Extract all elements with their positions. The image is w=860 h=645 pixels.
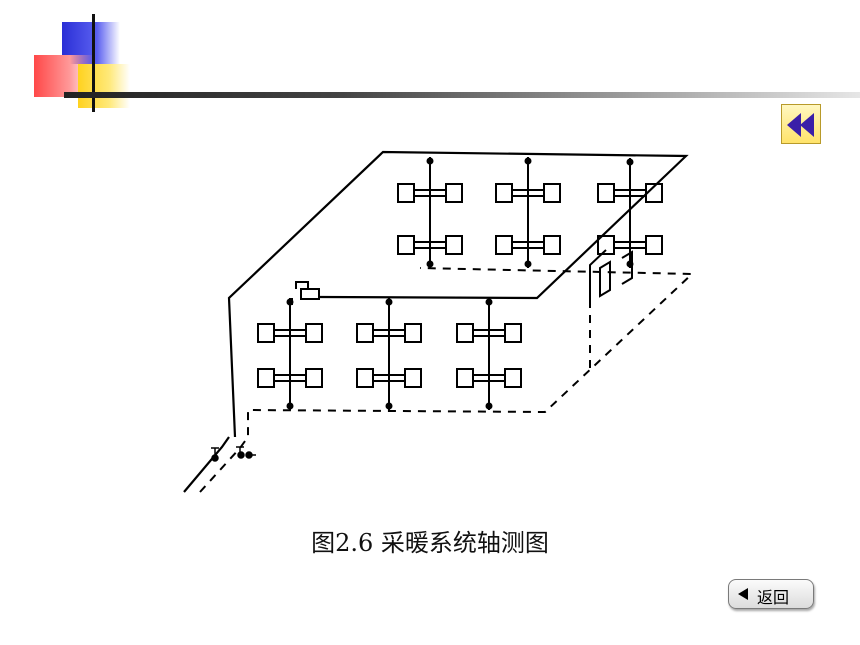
logo-vertical-line [92,14,95,112]
figure-caption: 图2.6 采暖系统轴测图 [311,529,549,557]
radiator [404,323,422,343]
radiator [404,368,422,388]
riser-valve [524,157,532,165]
radiator [445,235,463,255]
radiator [495,183,513,203]
header-divider-line [64,92,860,98]
radiator [445,183,463,203]
radiator [397,235,415,255]
double-left-arrow-icon [787,113,814,137]
riser-valve [626,158,634,166]
riser-valve [426,157,434,165]
riser-valve [485,402,493,410]
riser-valve [385,402,393,410]
radiator [495,235,513,255]
radiator [543,235,561,255]
logo-yellow-square [78,64,130,108]
radiator [645,183,663,203]
radiator [456,368,474,388]
radiator [257,323,275,343]
return-button-label: 返回 [757,588,790,607]
radiator [597,183,615,203]
riser-valve [524,260,532,268]
radiator [597,235,615,255]
radiator [645,235,663,255]
radiator [305,323,323,343]
riser-valve [286,298,294,306]
back-arrow-button[interactable] [781,104,821,144]
riser-valve [426,260,434,268]
left-triangle-icon [738,588,748,600]
radiator [504,323,522,343]
radiator [356,368,374,388]
radiator [397,183,415,203]
riser-valve [385,298,393,306]
radiator [257,368,275,388]
radiator [356,323,374,343]
radiator [543,183,561,203]
radiator [456,323,474,343]
riser-valve [485,298,493,306]
radiator [305,368,323,388]
radiator [504,368,522,388]
riser-valve [626,260,634,268]
return-button[interactable]: 返回 [728,579,814,609]
riser-valve [286,402,294,410]
